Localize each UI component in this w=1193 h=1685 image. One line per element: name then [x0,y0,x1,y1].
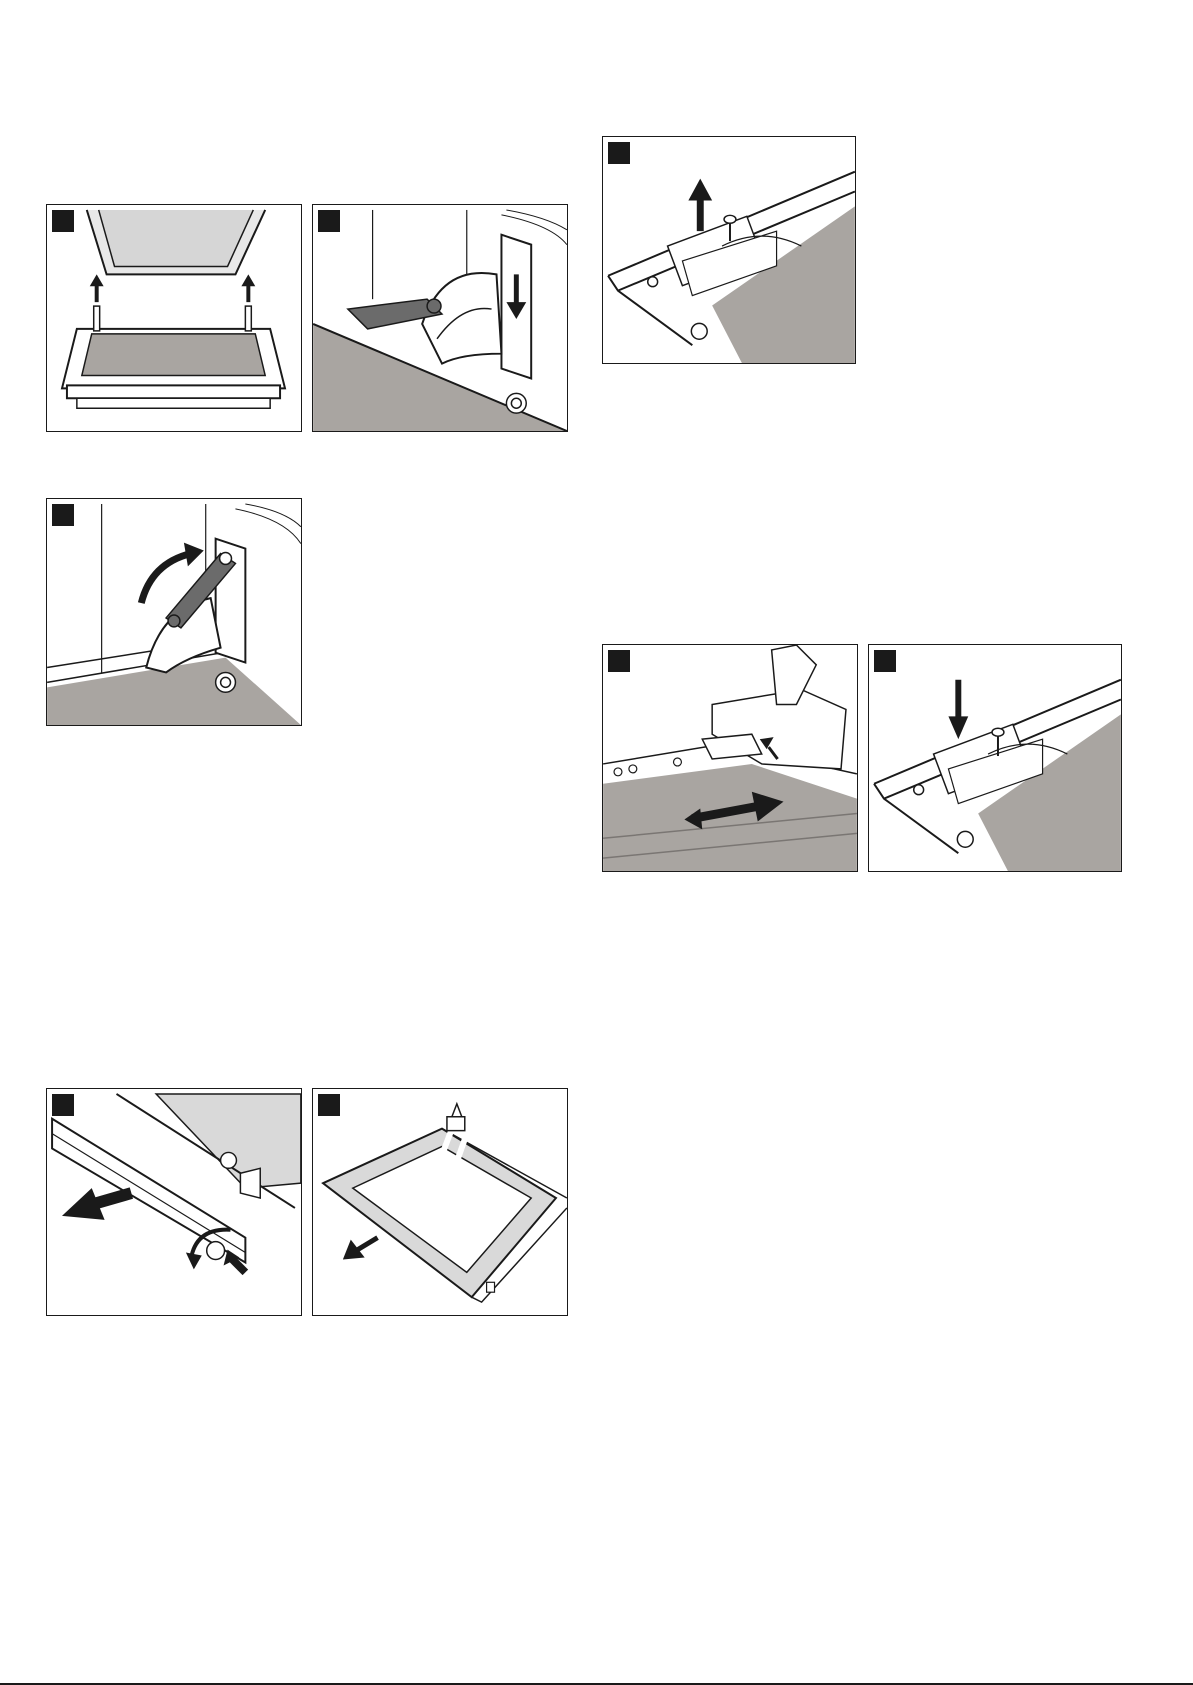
step-marker [318,210,340,232]
figure-insert-panel [602,644,858,872]
step-marker [52,1094,74,1116]
figure-lever-up [46,498,302,726]
remove-glass-illustration [313,1089,567,1315]
door-hinges-illustration [47,205,301,431]
figure-door-hinges [46,204,302,432]
figure-remove-glass [312,1088,568,1316]
step-marker [874,650,896,672]
step-marker [52,210,74,232]
step-marker [318,1094,340,1116]
step-marker [52,504,74,526]
lever-up-illustration [47,499,301,725]
figure-remove-screw [602,136,856,364]
insert-screw-illustration [869,645,1121,871]
step-marker [608,142,630,164]
remove-trim-illustration [47,1089,301,1315]
insert-panel-illustration [603,645,857,871]
remove-screw-illustration [603,137,855,363]
lever-down-illustration [313,205,567,431]
figure-insert-screw [868,644,1122,872]
figure-remove-trim [46,1088,302,1316]
step-marker [608,650,630,672]
figure-lever-down [312,204,568,432]
